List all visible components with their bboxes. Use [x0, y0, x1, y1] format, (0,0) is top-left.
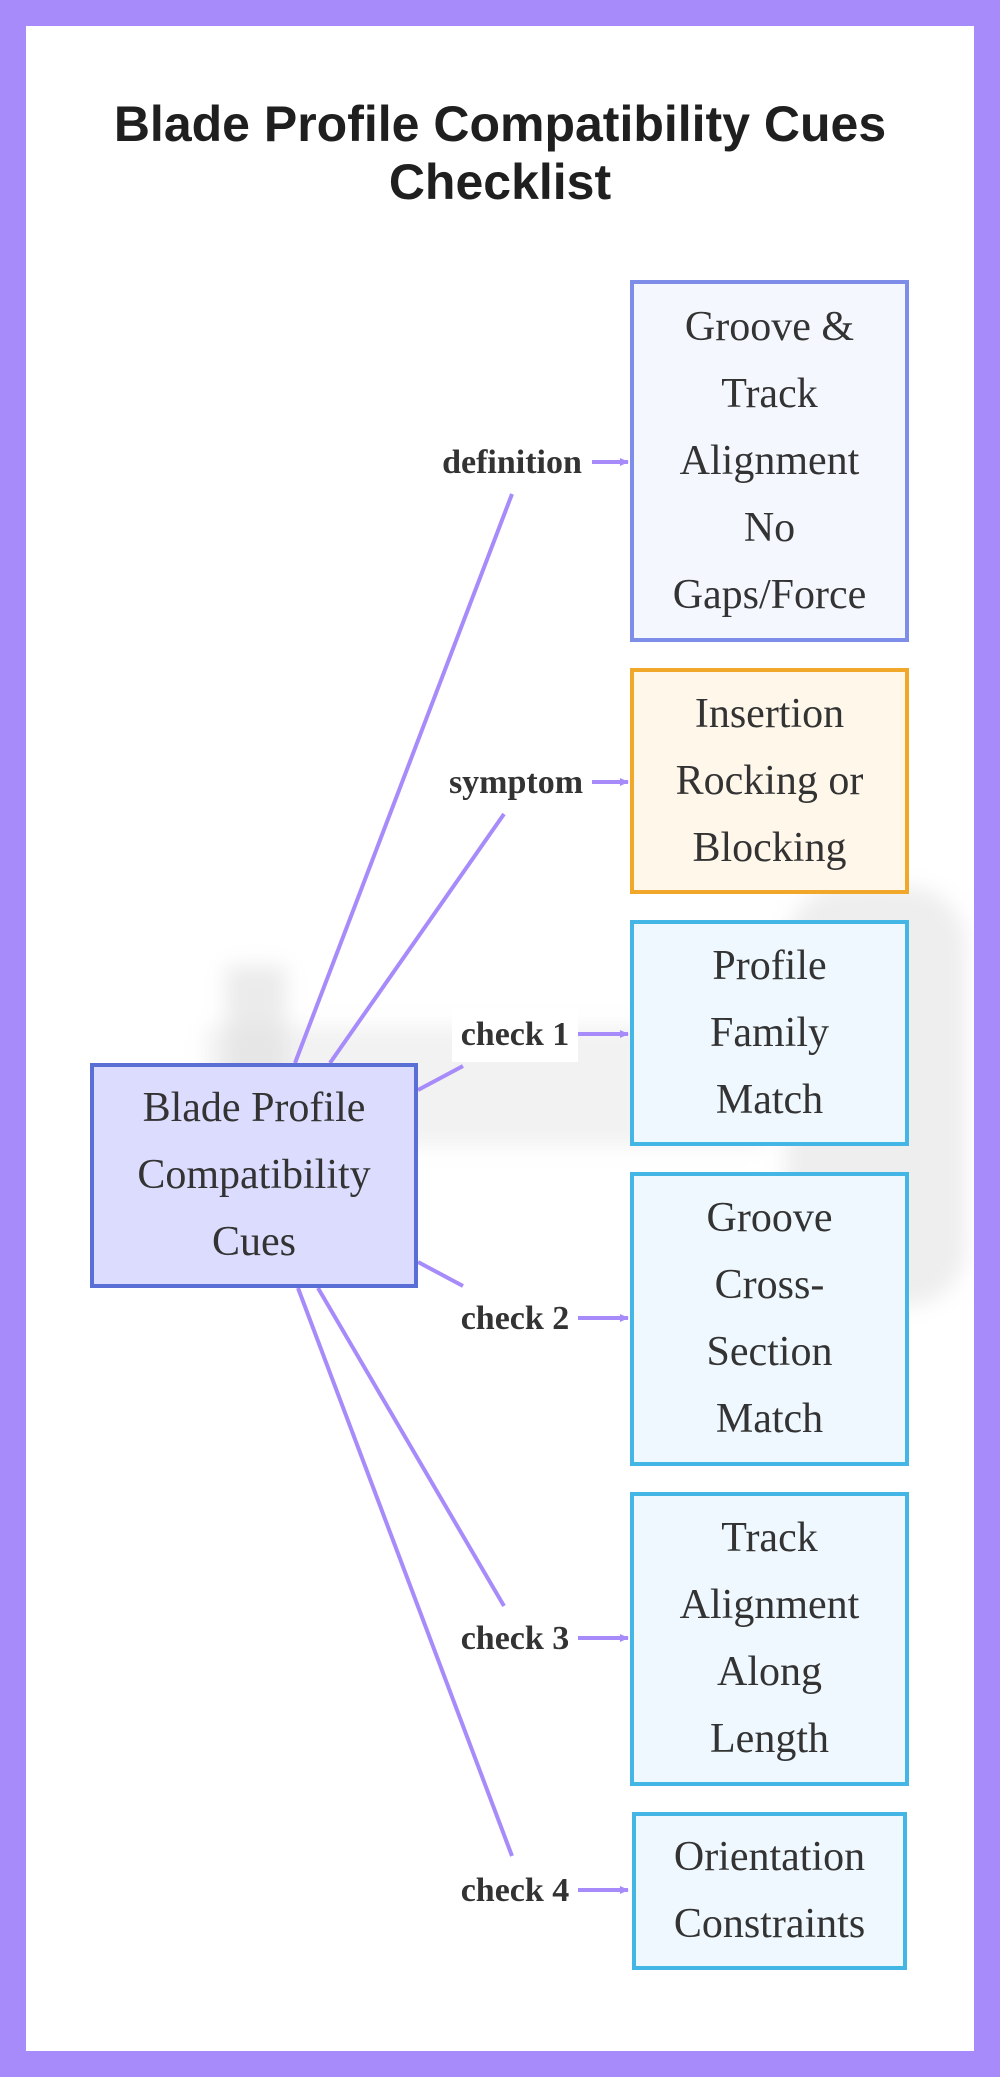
- node-check-3: Track Alignment Along Length: [630, 1492, 909, 1786]
- node-check-2: Groove Cross-Section Match: [630, 1172, 909, 1466]
- edge-label-symptom: symptom: [440, 758, 592, 808]
- root-node: Blade Profile Compatibility Cues: [90, 1063, 418, 1288]
- edge-check-2: [417, 1260, 464, 1288]
- edge-check-1: [417, 1064, 464, 1092]
- node-definition: Groove & Track Alignment No Gaps/Force: [630, 280, 909, 642]
- edge-label-check-1: check 1: [452, 1008, 578, 1062]
- edge-label-definition: definition: [432, 438, 592, 488]
- diagram-title: Blade Profile Compatibility Cues Checkli…: [0, 95, 1000, 211]
- node-check-4: Orientation Constraints: [632, 1812, 907, 1970]
- title-line-2: Checklist: [388, 154, 612, 210]
- node-check-2-label: Groove Cross-Section Match: [706, 1195, 833, 1442]
- edge-symptom: [328, 812, 506, 1065]
- node-symptom-label: Insertion Rocking or Blocking: [675, 690, 864, 871]
- edge-check-3: [316, 1286, 506, 1608]
- title-line-1: Blade Profile Compatibility Cues: [113, 96, 887, 152]
- node-check-1: Profile Family Match: [630, 920, 909, 1146]
- node-check-1-label: Profile Family Match: [709, 942, 829, 1123]
- node-check-3-label: Track Alignment Along Length: [679, 1515, 860, 1762]
- root-node-label: Blade Profile Compatibility Cues: [137, 1085, 371, 1265]
- edge-label-check-4: check 4: [452, 1864, 578, 1918]
- edge-label-check-3: check 3: [452, 1612, 578, 1666]
- edge-definition: [293, 493, 514, 1064]
- edge-label-check-2: check 2: [452, 1292, 578, 1346]
- node-symptom: Insertion Rocking or Blocking: [630, 668, 909, 894]
- node-check-4-label: Orientation Constraints: [673, 1834, 866, 1947]
- node-definition-label: Groove & Track Alignment No Gaps/Force: [672, 303, 867, 618]
- edge-check-4: [296, 1287, 514, 1857]
